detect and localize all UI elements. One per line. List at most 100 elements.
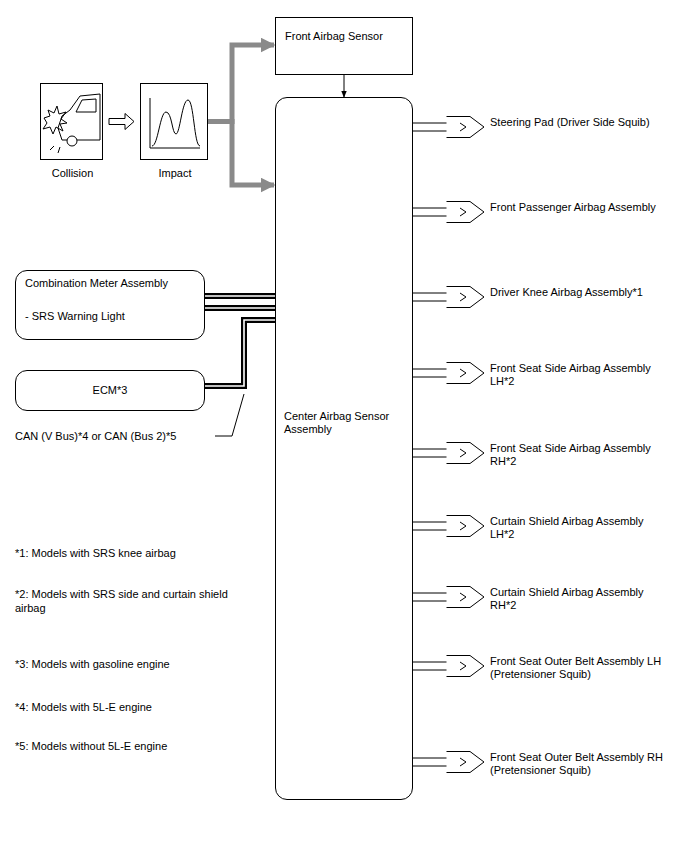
box-label: Combination Meter Assembly [25, 277, 195, 290]
graph-axes [150, 98, 200, 148]
squib-symbol [446, 115, 486, 139]
squib-symbol [446, 514, 486, 538]
box-label: Center Airbag Sensor Assembly [284, 410, 404, 436]
squib-symbol [446, 361, 486, 385]
squib-symbol [446, 441, 486, 465]
squib-mark [460, 208, 466, 216]
connector [109, 114, 134, 130]
connector [344, 75, 345, 97]
connector [413, 123, 447, 131]
impact-curve [152, 100, 200, 146]
bus-cable-core [205, 320, 275, 386]
squib-device: Steering Pad (Driver Side Squib) [446, 115, 668, 129]
footnote: *3: Models with gasoline engine [15, 657, 245, 671]
squib-mark [460, 662, 466, 670]
device-name: Curtain Shield Airbag Assembly LH*2 [490, 514, 668, 541]
squib-outline [447, 202, 485, 223]
wire [413, 758, 447, 766]
footnote: *1: Models with SRS knee airbag [15, 546, 245, 560]
wire [413, 369, 447, 377]
wire [413, 123, 447, 131]
impact-graph [150, 98, 200, 148]
collision-picture [43, 94, 100, 153]
connector [413, 522, 447, 530]
wire [413, 593, 447, 601]
device-name: Curtain Shield Airbag Assembly RH*2 [490, 585, 668, 612]
block-arrow [109, 114, 134, 130]
squib-mark [460, 522, 466, 530]
connector [413, 293, 447, 301]
sensor-box: Front Airbag Sensor [275, 17, 413, 75]
squib-symbol [446, 750, 486, 774]
squib-outline [447, 287, 485, 308]
squib-device: Front Seat Outer Belt Assembly RH (Prete… [446, 750, 668, 777]
squib-device: Front Passenger Airbag Assembly [446, 200, 668, 214]
signal-arrow [208, 45, 274, 122]
crash-burst [43, 106, 67, 134]
picture-caption: Impact [121, 167, 229, 180]
squib-mark [460, 123, 466, 131]
bus-cable-core [205, 296, 275, 308]
car-window [76, 99, 96, 112]
connector [413, 758, 447, 766]
device-name: Front Seat Side Airbag Assembly RH*2 [490, 441, 668, 468]
connector [208, 122, 274, 186]
device-name: Front Passenger Airbag Assembly [490, 200, 668, 214]
squib-outline [447, 117, 485, 138]
squib-mark [460, 449, 466, 457]
picture-box: Impact [140, 83, 208, 160]
device-name: Steering Pad (Driver Side Squib) [490, 115, 668, 129]
squib-outline [447, 443, 485, 464]
squib-mark [460, 758, 466, 766]
footnote: *2: Models with SRS side and curtain shi… [15, 587, 230, 615]
wire [413, 449, 447, 457]
squib-symbol [446, 654, 486, 678]
connector [205, 320, 275, 386]
connector [413, 593, 447, 601]
squib-outline [447, 587, 485, 608]
squib-mark [460, 369, 466, 377]
box-label: - SRS Warning Light [25, 310, 195, 323]
footnote: *5: Models without 5L-E engine [15, 739, 245, 753]
meter-box: Combination Meter Assembly - SRS Warning … [15, 270, 205, 340]
device-name: Front Seat Outer Belt Assembly RH (Prete… [490, 750, 668, 777]
wire [344, 75, 345, 97]
ecm-box: ECM*3 [15, 370, 205, 411]
connector [413, 449, 447, 457]
leader-line [214, 394, 244, 436]
connector [413, 208, 447, 216]
connector [208, 45, 274, 122]
wire [413, 662, 447, 670]
device-name: Front Seat Outer Belt Assembly LH (Prete… [490, 654, 668, 681]
bus-cable [205, 320, 275, 386]
wire [413, 522, 447, 530]
wire [413, 293, 447, 301]
squib-mark [460, 593, 466, 601]
squib-device: Curtain Shield Airbag Assembly LH*2 [446, 514, 668, 541]
connector [205, 296, 275, 308]
squib-outline [447, 516, 485, 537]
squib-device: Driver Knee Airbag Assembly*1 [446, 285, 668, 299]
bus-cable [205, 296, 275, 308]
squib-outline [447, 752, 485, 773]
squib-symbol [446, 285, 486, 309]
picture-caption: Collision [21, 167, 124, 180]
wire [413, 208, 447, 216]
squib-device: Front Seat Outer Belt Assembly LH (Prete… [446, 654, 668, 681]
signal-arrow [208, 122, 274, 186]
squib-outline [447, 656, 485, 677]
bus-label: CAN (V Bus)*4 or CAN (Bus 2)*5 [15, 429, 215, 443]
control-unit-box: Center Airbag Sensor Assembly [275, 97, 413, 800]
box-label: ECM*3 [93, 384, 128, 397]
squib-symbol [446, 585, 486, 609]
picture-box: Collision [40, 83, 103, 160]
device-name: Front Seat Side Airbag Assembly LH*2 [490, 361, 668, 388]
squib-mark [460, 293, 466, 301]
box-label: Front Airbag Sensor [285, 30, 403, 43]
squib-device: Front Seat Side Airbag Assembly RH*2 [446, 441, 668, 468]
footnote: *4: Models with 5L-E engine [15, 700, 245, 714]
debris [50, 146, 60, 153]
device-name: Driver Knee Airbag Assembly*1 [490, 285, 668, 299]
connector [413, 662, 447, 670]
